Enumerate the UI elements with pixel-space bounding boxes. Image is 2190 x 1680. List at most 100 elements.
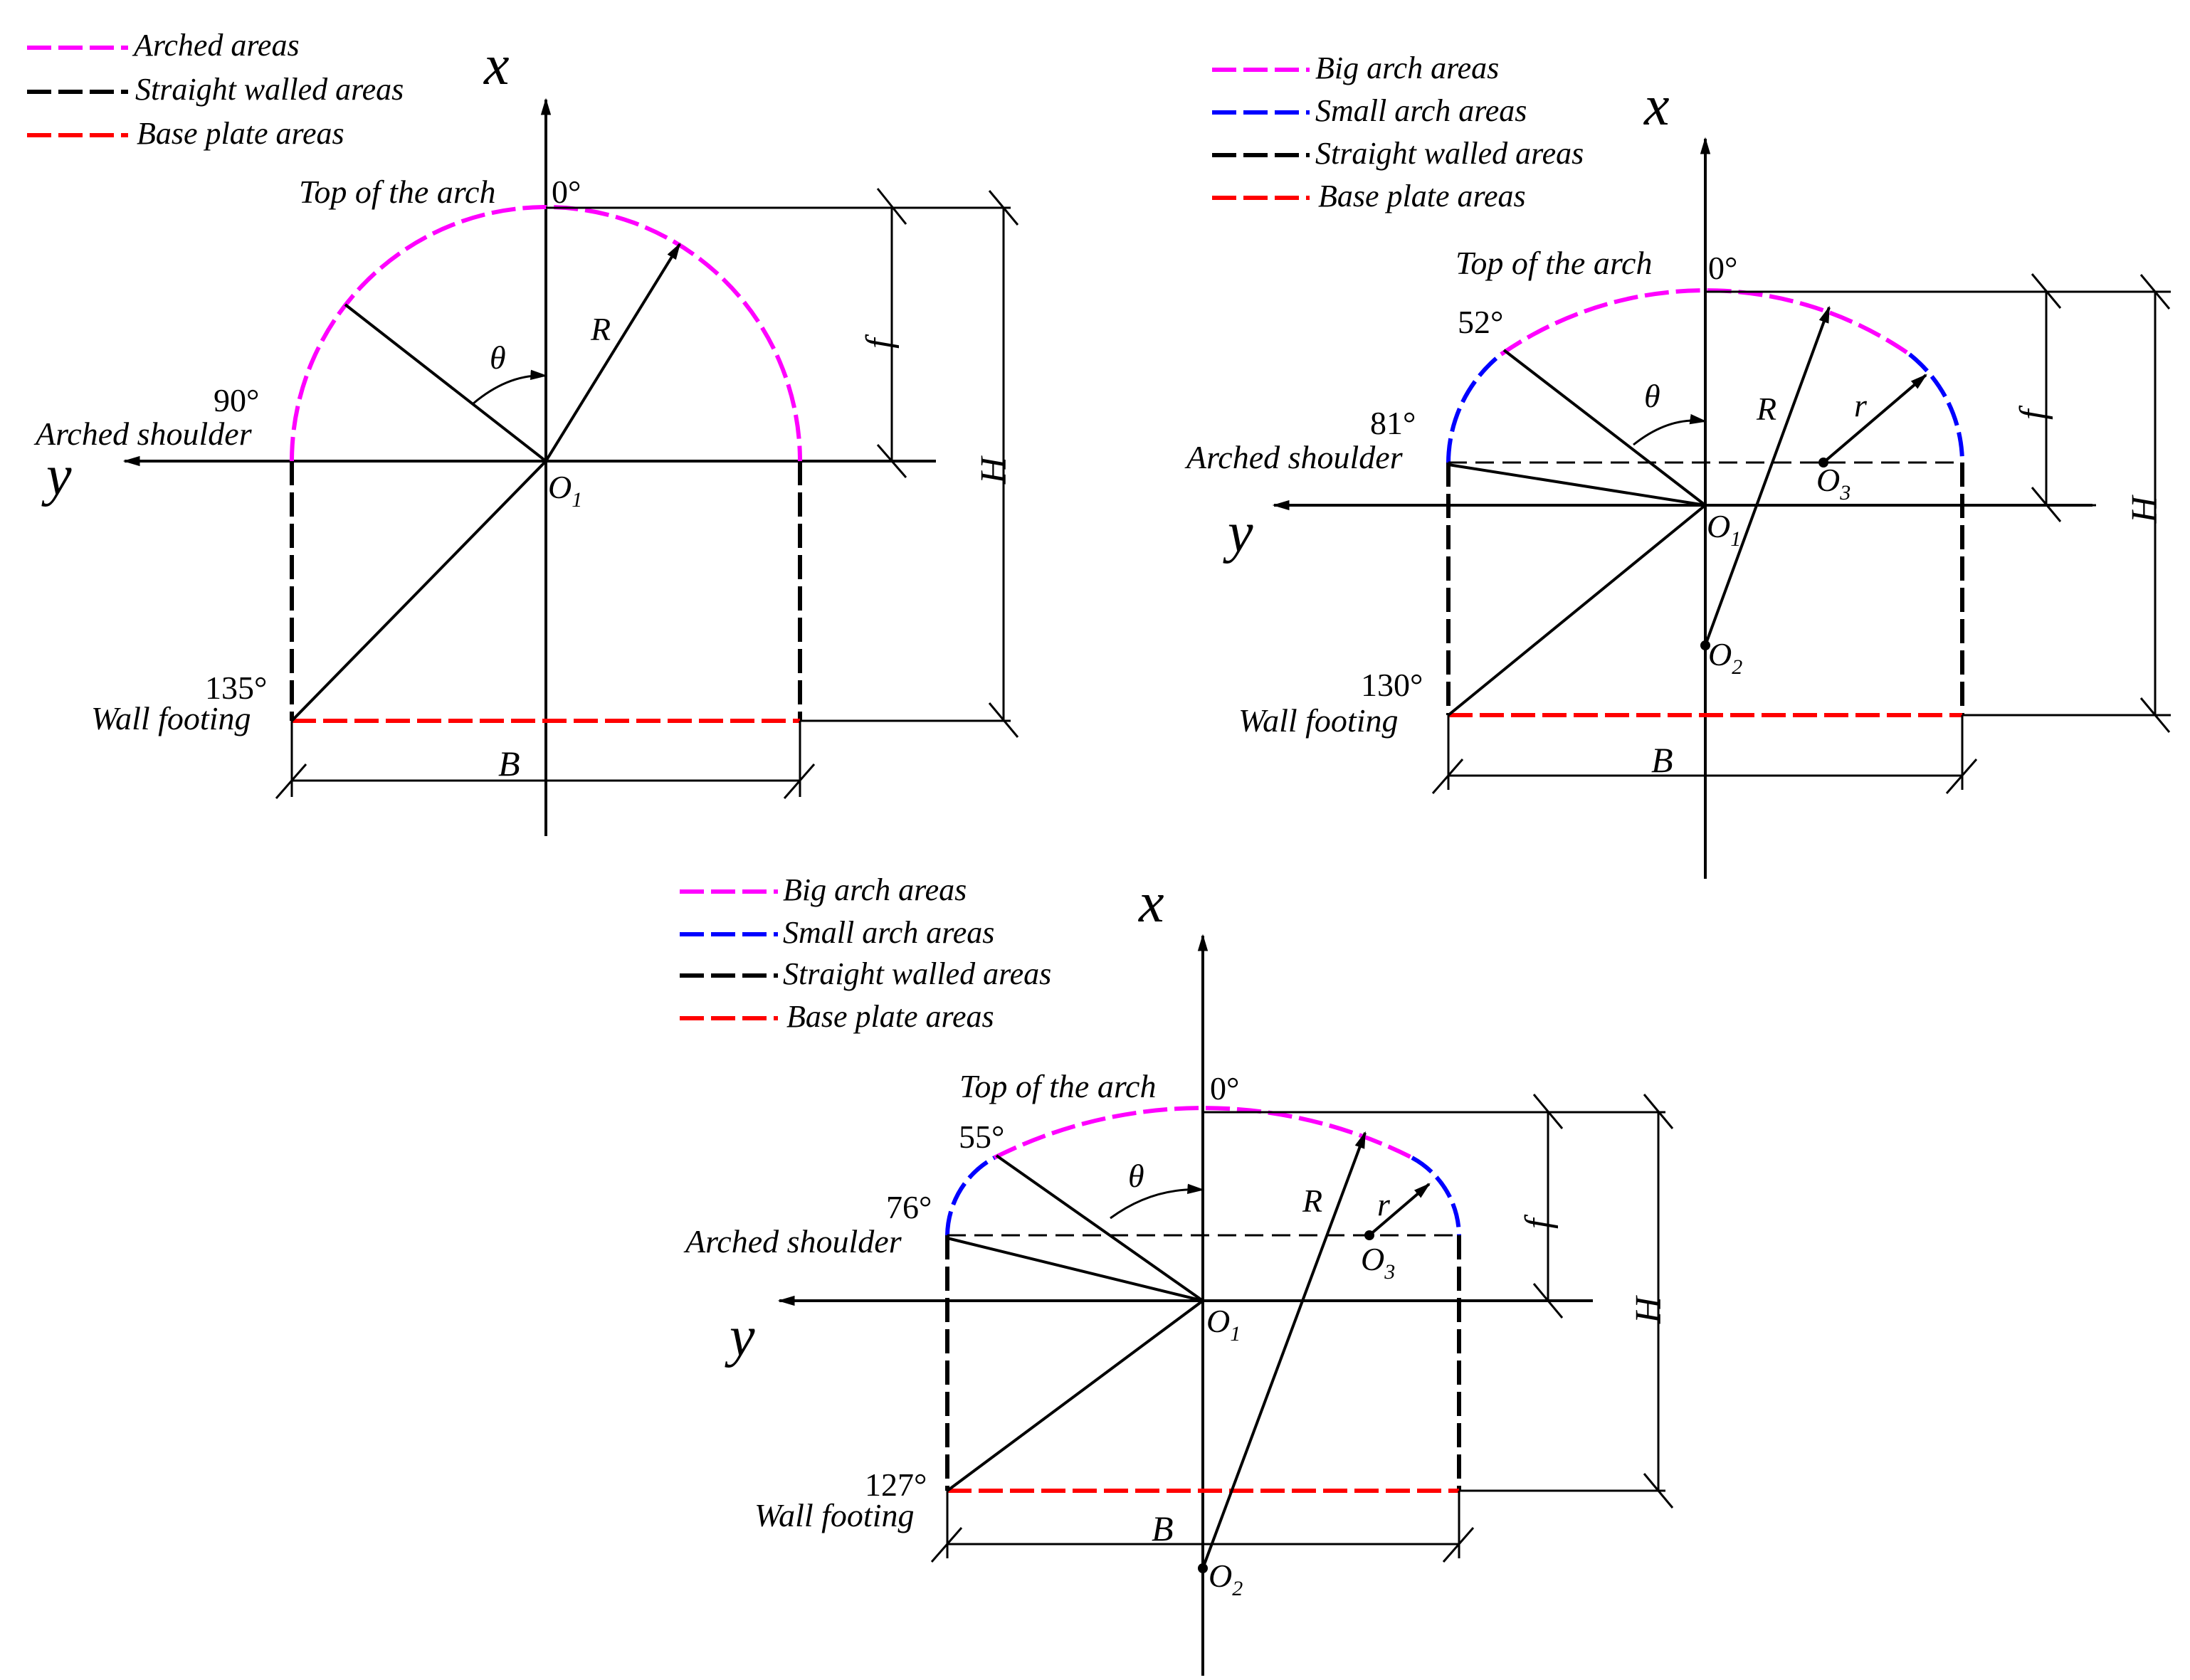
top-label: Top of the arch [1455, 245, 1652, 281]
tick [1431, 759, 1464, 794]
theta-label: θ [1128, 1158, 1144, 1194]
radial-line-shoulder [947, 1237, 1204, 1302]
center-O3 [1818, 458, 1828, 467]
tick [2139, 274, 2171, 310]
shoulder-label: Arched shoulder [1184, 439, 1404, 475]
origin-O3-label: O3 [1361, 1241, 1395, 1284]
dimension-B-label: B [498, 744, 520, 783]
transition-angle: 52° [1458, 304, 1503, 340]
center-O2 [1700, 640, 1710, 650]
legend-item: Arched areas [132, 28, 300, 63]
center-O2 [1198, 1563, 1208, 1573]
radius-R-arrow [1704, 305, 1831, 646]
shoulder-label: Arched shoulder [33, 416, 253, 452]
footing-label: Wall footing [91, 700, 251, 736]
footing-label: Wall footing [1238, 702, 1399, 739]
top-angle: 0° [1210, 1070, 1239, 1106]
shoulder-label: Arched shoulder [683, 1223, 902, 1259]
tick [783, 764, 816, 799]
radius-r-label: r [1377, 1186, 1391, 1222]
small-arch-right [1908, 352, 1964, 463]
tick [1945, 759, 1978, 794]
tick [2031, 273, 2062, 309]
dimension-H-label: H [2125, 495, 2165, 524]
shoulder-angle: 81° [1370, 405, 1416, 441]
origin-O2-label: O2 [1209, 1558, 1243, 1600]
footing-angle: 127° [865, 1467, 927, 1503]
y-axis-label: y [41, 445, 72, 507]
footing-label: Wall footing [754, 1497, 915, 1533]
shoulder-angle: 76° [886, 1189, 932, 1225]
dimension-H-label: H [974, 455, 1014, 485]
radial-line-transition [1502, 349, 1707, 507]
radial-line-footing [1447, 504, 1707, 717]
radius-r-arrow [1368, 1183, 1431, 1237]
radius-R-label: R [590, 311, 611, 347]
x-axis-label: x [483, 34, 510, 97]
small-arch-right [1411, 1156, 1461, 1236]
tick [1532, 1283, 1564, 1319]
radial-line-theta [344, 303, 547, 463]
origin-O1-label: O1 [1707, 508, 1741, 551]
radius-R-label: R [1756, 391, 1776, 427]
tick [988, 190, 1019, 226]
radial-line-transition [995, 1154, 1204, 1302]
footing-angle: 135° [205, 670, 267, 706]
y-axis-label: y [725, 1306, 755, 1368]
radius-R-label: R [1302, 1183, 1322, 1219]
shoulder-angle: 90° [214, 382, 259, 418]
theta-label: θ [490, 339, 506, 376]
x-axis-label: x [1138, 872, 1164, 934]
legend: Big arch areas Small arch areas Straight… [1212, 51, 1584, 213]
panel-1: Arched areas Straight walled areas Base … [27, 28, 1019, 836]
origin-label: O1 [548, 469, 582, 512]
legend-item: Small arch areas [783, 915, 994, 950]
theta-arc [1633, 413, 1707, 446]
x-axis-label: x [1643, 75, 1670, 137]
tick [876, 188, 907, 225]
big-arch-curve [1500, 288, 1911, 356]
tick [1643, 1473, 1674, 1509]
top-angle: 0° [552, 174, 581, 210]
tick [2139, 697, 2171, 733]
y-axis-label: y [1223, 502, 1253, 564]
dimension-f-label: f [859, 334, 900, 349]
legend-item: Base plate areas [786, 999, 994, 1034]
origin-O2-label: O2 [1708, 636, 1742, 679]
theta-arc [1110, 1183, 1205, 1220]
tick [1643, 1094, 1674, 1129]
legend-item: Base plate areas [1318, 179, 1526, 213]
transition-angle: 55° [959, 1119, 1004, 1155]
legend-item: Big arch areas [1315, 51, 1499, 85]
tick [1532, 1094, 1564, 1129]
legend-item: Straight walled areas [783, 956, 1051, 991]
legend: Big arch areas Small arch areas Straight… [680, 872, 1051, 1034]
tick [876, 444, 907, 478]
small-arch-left [945, 1156, 996, 1236]
center-O3 [1364, 1230, 1374, 1240]
radius-r-label: r [1854, 387, 1868, 423]
panel-3: Big arch areas Small arch areas Straight… [680, 872, 1674, 1676]
tick [2031, 487, 2062, 522]
legend-item: Straight walled areas [1315, 136, 1584, 171]
theta-label: θ [1644, 378, 1660, 414]
panel-2: Big arch areas Small arch areas Straight… [1184, 51, 2171, 879]
legend-item: Big arch areas [783, 872, 967, 907]
tick [1442, 1527, 1475, 1563]
top-label: Top of the arch [959, 1068, 1156, 1104]
legend-item: Straight walled areas [135, 72, 404, 107]
origin-O1-label: O1 [1206, 1303, 1241, 1346]
tick [988, 702, 1019, 738]
origin-O3-label: O3 [1816, 462, 1851, 504]
dimension-f-label: f [1518, 1214, 1559, 1229]
dimension-B-label: B [1651, 740, 1673, 780]
radius-r-arrow [1822, 374, 1927, 464]
footing-angle: 130° [1361, 667, 1423, 703]
legend-item: Base plate areas [137, 116, 344, 151]
dimension-B-label: B [1152, 1509, 1174, 1548]
radial-line-footing [946, 1299, 1204, 1492]
radial-line-shoulder [1448, 463, 1706, 507]
tick [930, 1527, 963, 1563]
legend: Arched areas Straight walled areas Base … [27, 28, 404, 151]
